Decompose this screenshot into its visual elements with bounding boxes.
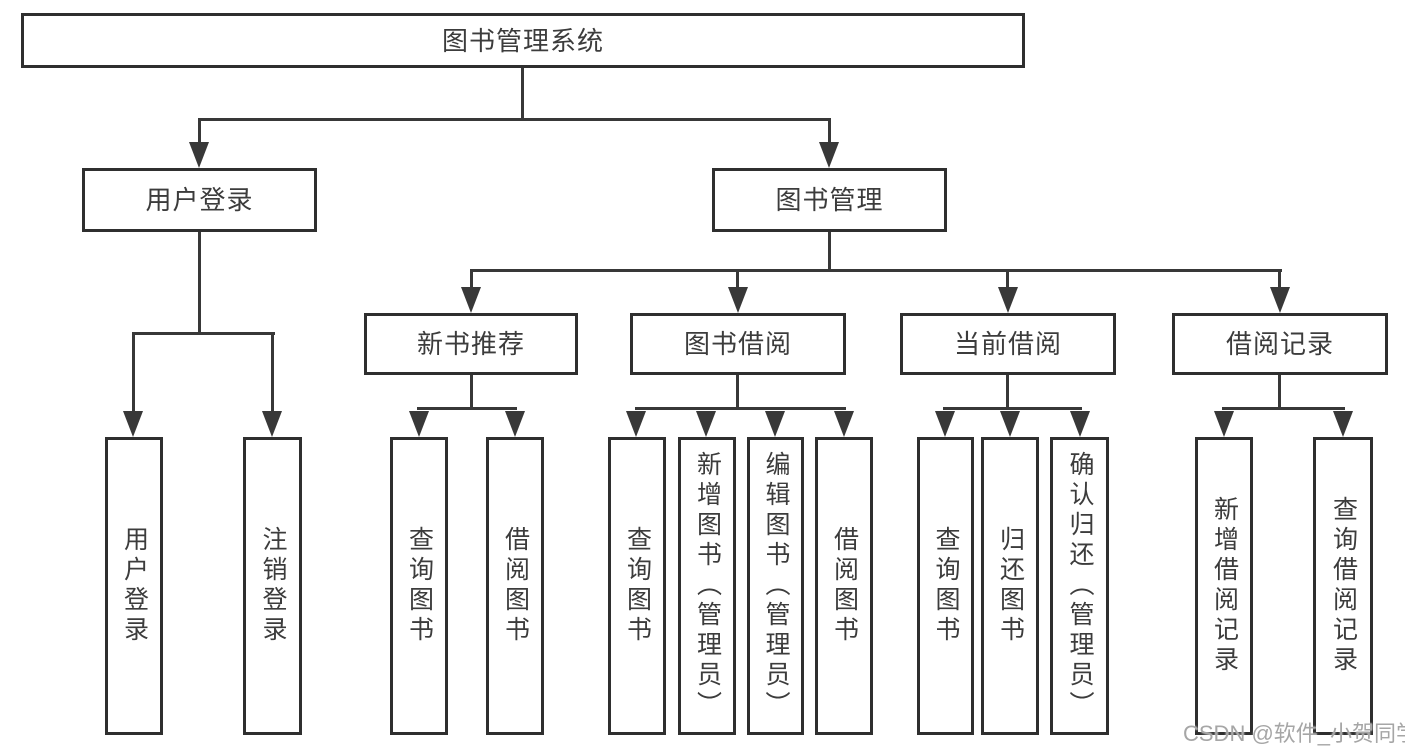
- leaf-label: 用户登录: [120, 526, 149, 646]
- node-user-login: 用户登录: [82, 168, 317, 232]
- arrow-down-icon: [696, 411, 716, 437]
- node-current-borrowing: 当前借阅: [900, 313, 1116, 375]
- node-book-management: 图书管理: [712, 168, 947, 232]
- arrow-down-icon: [935, 411, 955, 437]
- node-label: 借阅记录: [1225, 329, 1334, 359]
- leaf-query-books-current: 查询图书: [917, 437, 974, 735]
- leaf-logout: 注销登录: [243, 437, 302, 735]
- connector-line: [1278, 375, 1281, 410]
- connector-line: [132, 332, 135, 413]
- leaf-query-borrow-record: 查询借阅记录: [1313, 437, 1373, 735]
- leaf-add-books-admin: 新增图书（管理员）: [678, 437, 736, 735]
- connector-line: [943, 407, 1082, 410]
- connector-line: [1006, 269, 1009, 291]
- connector-line: [132, 332, 275, 335]
- arrow-down-icon: [262, 411, 282, 437]
- connector-line: [198, 232, 201, 335]
- leaf-label: 确认归还（管理员）: [1066, 451, 1094, 721]
- node-label: 新书推荐: [416, 329, 525, 359]
- arrow-down-icon: [1270, 287, 1290, 313]
- leaf-return-books: 归还图书: [981, 437, 1039, 735]
- arrow-down-icon: [505, 411, 525, 437]
- arrow-down-icon: [765, 411, 785, 437]
- connector-line: [828, 232, 831, 272]
- leaf-edit-books-admin: 编辑图书（管理员）: [747, 437, 804, 735]
- node-label: 图书借阅: [683, 329, 792, 359]
- leaf-label: 新增图书（管理员）: [693, 451, 722, 721]
- arrow-down-icon: [409, 411, 429, 437]
- leaf-label: 新增借阅记录: [1210, 496, 1239, 676]
- connector-line: [470, 269, 473, 291]
- leaf-confirm-return-admin: 确认归还（管理员）: [1050, 437, 1109, 735]
- arrow-down-icon: [123, 411, 143, 437]
- connector-line: [198, 118, 201, 144]
- connector-line: [521, 68, 524, 118]
- leaf-query-books-borrowing: 查询图书: [608, 437, 666, 735]
- arrow-down-icon: [189, 142, 209, 168]
- leaf-borrow-books-borrowing: 借阅图书: [815, 437, 873, 735]
- leaf-label: 借阅图书: [830, 526, 859, 646]
- node-label: 当前借阅: [953, 329, 1062, 359]
- node-new-book-recommendation: 新书推荐: [364, 313, 578, 375]
- connector-line: [736, 375, 739, 410]
- node-library-management-system: 图书管理系统: [21, 13, 1025, 68]
- leaf-borrow-books-newbook: 借阅图书: [486, 437, 544, 735]
- leaf-label: 归还图书: [996, 526, 1025, 646]
- connector-line: [1222, 407, 1345, 410]
- leaf-label: 查询图书: [623, 526, 652, 646]
- node-borrowing-records: 借阅记录: [1172, 313, 1388, 375]
- connector-line: [828, 118, 831, 144]
- node-book-borrowing: 图书借阅: [630, 313, 846, 375]
- node-label: 图书管理: [775, 185, 884, 215]
- connector-line: [736, 269, 739, 291]
- connector-line: [198, 118, 831, 121]
- node-label: 图书管理系统: [441, 25, 604, 56]
- csdn-watermark: CSDN @软件_小贺同学: [1183, 721, 1405, 746]
- leaf-user-login: 用户登录: [105, 437, 163, 735]
- arrow-down-icon: [461, 287, 481, 313]
- connector-line: [417, 407, 517, 410]
- connector-line: [635, 407, 846, 410]
- leaf-label: 借阅图书: [501, 526, 530, 646]
- arrow-down-icon: [1333, 411, 1353, 437]
- arrow-down-icon: [728, 287, 748, 313]
- arrow-down-icon: [1214, 411, 1234, 437]
- leaf-label: 注销登录: [259, 526, 287, 646]
- leaf-label: 查询借阅记录: [1329, 496, 1358, 676]
- leaf-label: 查询图书: [405, 526, 434, 646]
- arrow-down-icon: [998, 287, 1018, 313]
- connector-line: [470, 375, 473, 410]
- arrow-down-icon: [626, 411, 646, 437]
- connector-line: [470, 269, 1282, 272]
- connector-line: [271, 332, 274, 413]
- connector-line: [1278, 269, 1281, 291]
- arrow-down-icon: [1070, 411, 1090, 437]
- leaf-label: 查询图书: [932, 526, 960, 646]
- connector-line: [1006, 375, 1009, 410]
- node-label: 用户登录: [145, 185, 254, 215]
- leaf-query-books-newbook: 查询图书: [390, 437, 448, 735]
- arrow-down-icon: [834, 411, 854, 437]
- arrow-down-icon: [1000, 411, 1020, 437]
- leaf-add-borrow-record: 新增借阅记录: [1195, 437, 1253, 735]
- arrow-down-icon: [819, 142, 839, 168]
- leaf-label: 编辑图书（管理员）: [762, 451, 790, 721]
